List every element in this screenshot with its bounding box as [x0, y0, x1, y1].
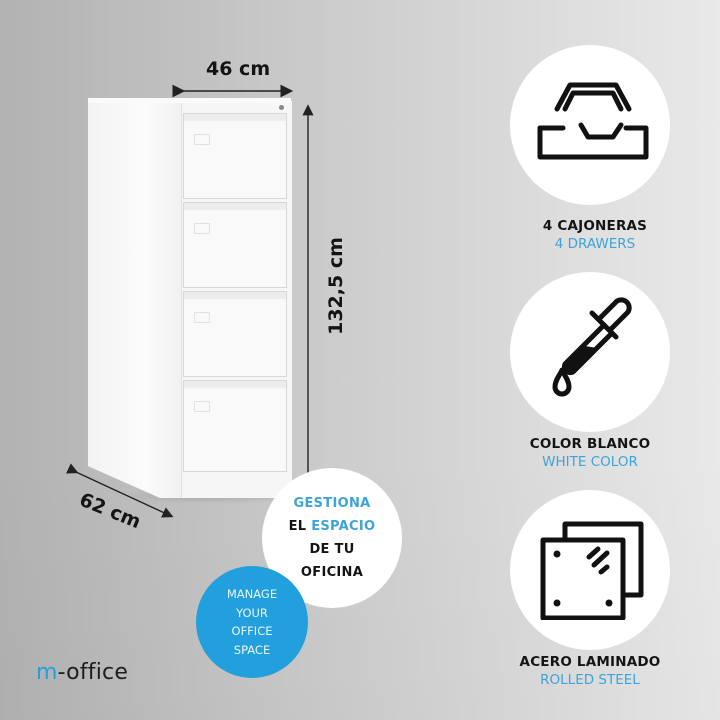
feature-color-circle — [510, 272, 670, 432]
dropper-icon — [552, 297, 632, 397]
drawer-1 — [183, 113, 287, 199]
brand-logo: m-office — [36, 660, 128, 685]
callout-highlight: ESPACIO — [311, 519, 376, 534]
callout-line: SPACE — [233, 642, 271, 657]
callout-text: EL — [288, 519, 312, 534]
feature-subtitle: 4 DRAWERS — [554, 236, 636, 252]
callout-line: OFICINA — [300, 565, 364, 580]
callout-line: EL ESPACIO — [289, 515, 376, 538]
feature-material-circle — [510, 490, 670, 650]
height-dimension-label: 132,5 cm — [324, 237, 347, 335]
callout-line: YOUR — [236, 605, 268, 620]
feature-subtitle: ROLLED STEEL — [540, 672, 640, 688]
drawer-2 — [183, 202, 287, 288]
brand-logo-prefix: m — [36, 660, 58, 685]
drawer-tray-icon — [537, 82, 649, 160]
callout-line: OFFICE — [231, 624, 273, 638]
callout-line: GESTIONA — [293, 496, 371, 511]
cabinet-top — [88, 98, 291, 103]
feature-title: ACERO LAMINADO — [519, 654, 661, 670]
callout-bubble-english: MANAGE YOUR OFFICE SPACE — [196, 566, 308, 678]
label-holder — [194, 401, 210, 412]
feature-title: 4 CAJONERAS — [542, 218, 648, 234]
width-dimension-label: 46 cm — [206, 58, 271, 80]
drawer-4 — [183, 380, 287, 472]
feature-subtitle: WHITE COLOR — [542, 454, 638, 470]
callout-line: MANAGE — [226, 587, 278, 601]
steel-sheets-icon — [540, 521, 644, 620]
brand-logo-suffix: -office — [57, 660, 129, 685]
feature-title: COLOR BLANCO — [529, 436, 651, 452]
cabinet-side-panel — [88, 100, 184, 498]
lock-icon — [279, 105, 284, 110]
feature-drawers-circle — [510, 45, 670, 205]
drawer-3 — [183, 291, 287, 377]
label-holder — [194, 134, 210, 145]
callout-line: DE TU — [309, 542, 355, 557]
label-holder — [194, 223, 210, 234]
label-holder — [194, 312, 210, 323]
